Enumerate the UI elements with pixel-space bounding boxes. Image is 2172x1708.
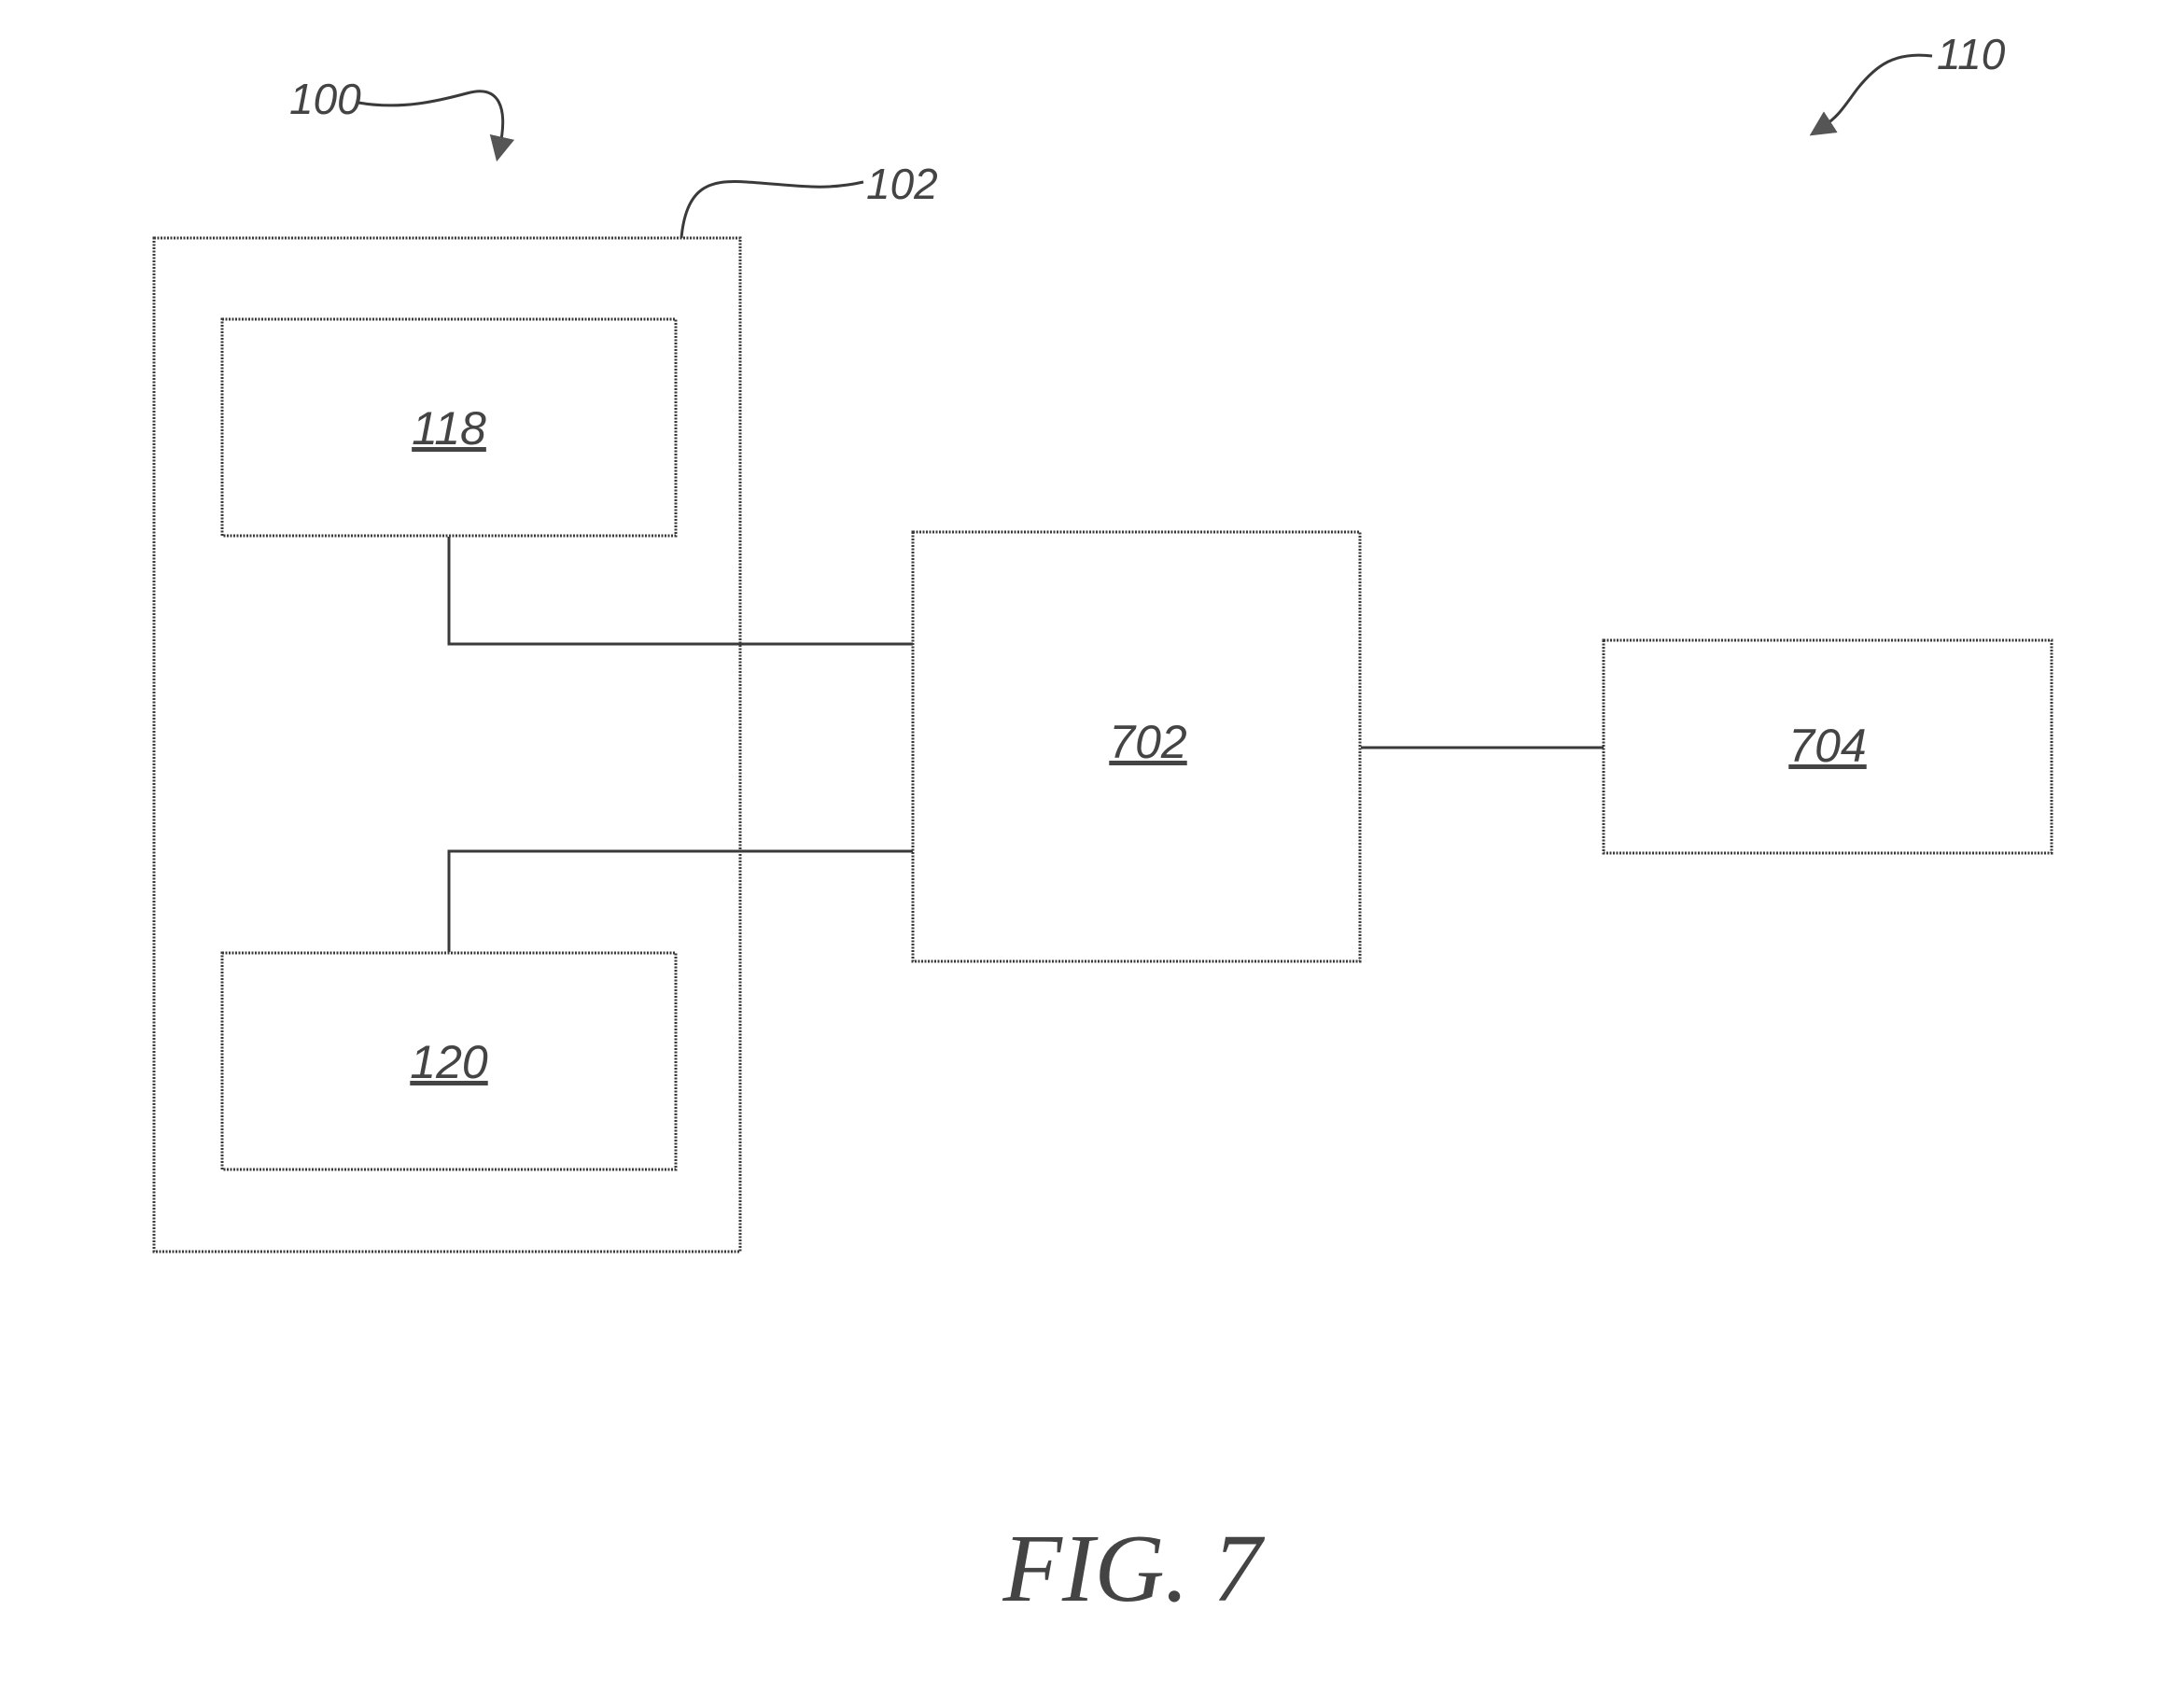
reference-label-110: 110 bbox=[1937, 30, 2006, 78]
housing-box-102 bbox=[152, 236, 742, 1253]
block-118-label: 118 bbox=[412, 402, 486, 455]
reference-label-102: 102 bbox=[866, 160, 938, 208]
block-120-label: 120 bbox=[410, 1036, 488, 1088]
block-120: 120 bbox=[220, 951, 678, 1171]
reference-label-100: 100 bbox=[289, 75, 361, 123]
block-120-rect bbox=[220, 951, 678, 1171]
connection-lines bbox=[447, 537, 1604, 952]
reference-leader-102 bbox=[680, 180, 864, 239]
reference-arrow-100 bbox=[357, 90, 515, 162]
block-702-rect bbox=[911, 530, 1362, 963]
reference-100-group: 100 bbox=[289, 75, 515, 162]
block-118: 118 bbox=[220, 317, 678, 538]
figure-caption: FIG. 7 bbox=[1002, 1515, 1265, 1622]
reference-arrow-110 bbox=[1809, 53, 1933, 136]
block-704-rect bbox=[1602, 638, 2053, 855]
reference-102-group: 102 bbox=[680, 160, 938, 239]
block-118-rect bbox=[220, 317, 678, 538]
block-702-label: 702 bbox=[1109, 716, 1187, 768]
reference-110-group: 110 bbox=[1809, 30, 2006, 136]
block-704-label: 704 bbox=[1788, 720, 1866, 772]
connector-120-to-702 bbox=[447, 849, 913, 952]
connector-118-to-702 bbox=[447, 537, 913, 646]
block-704: 704 bbox=[1602, 638, 2053, 855]
block-702: 702 bbox=[911, 530, 1362, 963]
